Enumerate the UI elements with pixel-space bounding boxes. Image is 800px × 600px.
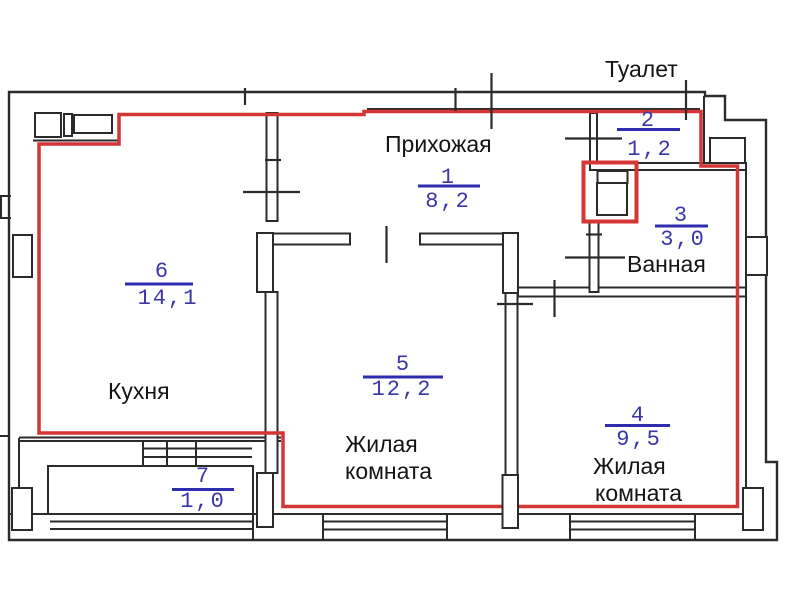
room-label-living-room-5: 5 12,2 Жилая комната: [345, 352, 443, 484]
room-name: Туалет: [605, 56, 678, 82]
exterior-walls: [0, 90, 779, 542]
room5-top-wall-left: [272, 232, 351, 246]
balcony-door-window-block: [142, 441, 252, 466]
room-number: 4: [631, 403, 645, 428]
left-wall-notch: [0, 195, 11, 219]
windows: [47, 441, 696, 540]
room-area: 1,2: [627, 137, 673, 162]
room-area: 9,5: [616, 427, 662, 452]
room-label-living-room-4: 4 9,5 Жилая комната: [593, 403, 682, 506]
room-area: 12,2: [372, 377, 433, 402]
kitchen-hall-wall: [265, 112, 279, 222]
room4-window: [569, 514, 696, 540]
outer-wall-outline: [7, 90, 779, 542]
pier-left-bottom: [11, 487, 33, 531]
room-label-kitchen: 6 14,1 Кухня: [108, 259, 199, 404]
vent-shaft: [581, 160, 639, 224]
pillar-room4-bottomleft: [501, 474, 519, 529]
room-name: Кухня: [108, 378, 170, 404]
room-area: 14,1: [138, 286, 199, 311]
corridor-room4-wall: [517, 286, 747, 298]
room-number: 7: [196, 464, 210, 489]
pillar-room5-topleft: [256, 232, 274, 293]
apartment-outline-red: [37, 109, 740, 509]
balcony-outline: [47, 465, 254, 540]
room-name-line2: комната: [595, 480, 682, 506]
room-number: 5: [396, 352, 410, 377]
vent-shaft-block-lower: [596, 182, 628, 216]
room-label-balcony: 7 1,0: [172, 464, 234, 514]
room-number: 3: [674, 203, 688, 228]
vent-shaft-block-upper: [596, 170, 629, 184]
room5-window: [322, 514, 448, 540]
room-name-line1: Жилая: [345, 431, 418, 457]
inner-wall-lines: [9, 108, 747, 515]
room-name: Прихожая: [385, 131, 492, 157]
pier-right-bottom: [742, 487, 764, 531]
room-number: 6: [155, 259, 169, 284]
room-labels: Прихожая 1 8,2 Туалет 2 1,2 3 3,0 Ванная…: [108, 56, 708, 514]
room-area: 8,2: [425, 189, 471, 214]
room5-left-wall: [264, 291, 279, 474]
shaft-top-right: [709, 137, 746, 164]
room5-top-wall-right: [419, 232, 506, 246]
room-label-bathroom: 3 3,0 Ванная: [627, 203, 708, 277]
pillar-room5-topright: [502, 232, 519, 294]
room-number: 1: [441, 165, 455, 190]
room-name-line1: Жилая: [593, 453, 666, 479]
niche-right-wall: [745, 236, 768, 276]
toilet-bottom-wall: [589, 162, 747, 171]
room-number: 2: [641, 108, 655, 133]
vent-shaft-red-box: [581, 160, 639, 224]
door-and-joint-ticks: [243, 73, 688, 317]
kitchen-cabinet-blocks: [33, 112, 118, 142]
room-label-toilet: Туалет 2 1,2: [605, 56, 680, 162]
room-area: 3,0: [660, 227, 706, 252]
pier-left-middle: [12, 234, 33, 278]
room-name-line2: комната: [345, 458, 432, 484]
room5-room4-wall: [504, 292, 519, 476]
room-label-hallway: Прихожая 1 8,2: [385, 131, 492, 214]
room-name: Ванная: [627, 251, 706, 277]
pillar-room5-bottomleft: [256, 472, 274, 528]
room-area: 1,0: [180, 489, 226, 514]
